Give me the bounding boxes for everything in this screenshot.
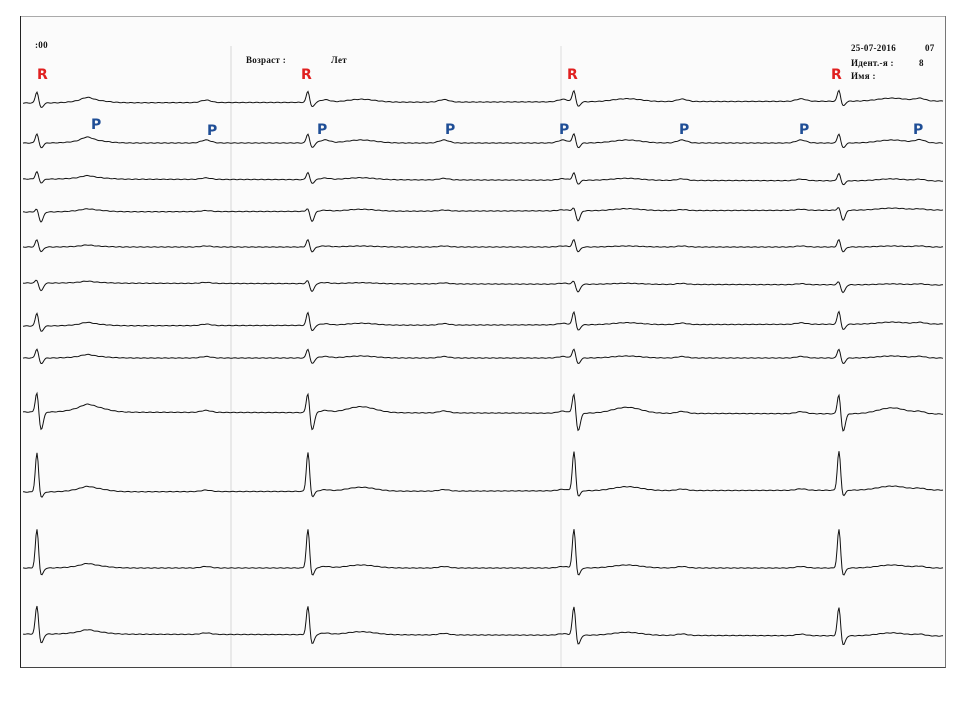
- r-wave-marker: R: [37, 67, 48, 83]
- ecg-lead-trace: [22, 529, 944, 576]
- patient-name-label: Имя :: [851, 71, 876, 81]
- p-wave-marker: P: [91, 117, 102, 133]
- p-wave-marker: P: [559, 122, 570, 138]
- age-unit: Лет: [331, 55, 347, 65]
- patient-id-value: 8: [919, 58, 924, 68]
- p-wave-marker: P: [317, 122, 328, 138]
- ecg-lead-trace: [22, 89, 944, 108]
- ecg-lead-trace: [22, 207, 944, 223]
- ecg-traces: [22, 46, 944, 667]
- ecg-lead-trace: [22, 451, 944, 498]
- p-wave-marker: P: [207, 123, 218, 139]
- p-wave-marker: P: [913, 122, 924, 138]
- ecg-lead-trace: [22, 132, 944, 149]
- ecg-lead-trace: [22, 605, 943, 645]
- r-wave-marker: R: [301, 67, 312, 83]
- ecg-lead-trace: [22, 238, 944, 253]
- p-wave-marker: P: [799, 122, 810, 138]
- r-wave-marker: R: [567, 67, 578, 83]
- ecg-lead-trace: [22, 279, 944, 294]
- ecg-lead-trace: [22, 310, 944, 332]
- p-wave-marker: P: [445, 122, 456, 138]
- record-date: 25-07-2016: [851, 43, 896, 53]
- patient-id-label: Идент.-я :: [851, 58, 894, 68]
- ecg-lead-trace: [22, 348, 944, 365]
- ecg-lead-trace: [22, 170, 944, 186]
- ecg-lead-trace: [22, 391, 944, 432]
- age-label: Возраст :: [246, 55, 286, 65]
- ecg-sheet: :00 Возраст : Лет 25-07-2016 07 Идент.-я…: [20, 16, 946, 668]
- p-wave-marker: P: [679, 122, 690, 138]
- record-date-suffix: 07: [925, 43, 935, 53]
- r-wave-marker: R: [831, 67, 842, 83]
- time-fragment: :00: [35, 40, 48, 50]
